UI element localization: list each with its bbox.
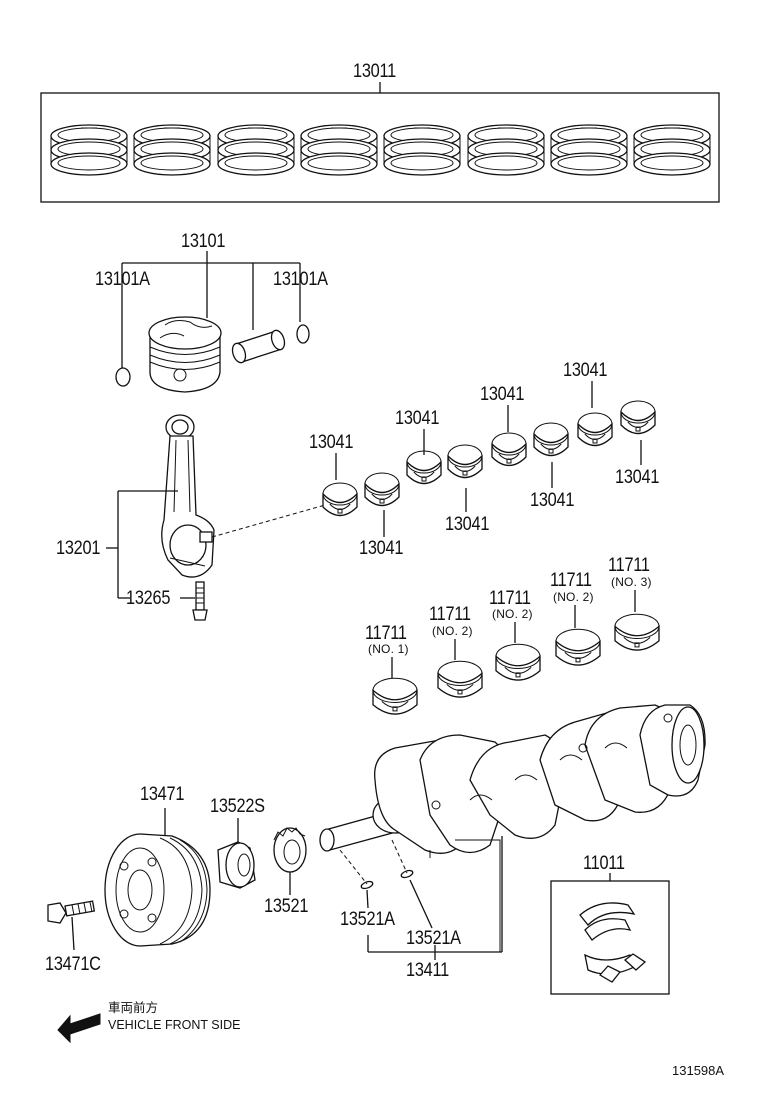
crank-key-sprocket <box>217 841 256 889</box>
label-crank-key-right: 13521A <box>406 928 461 949</box>
label-main-bearing-2: 11711 <box>429 604 471 625</box>
conrod-bearing-shell <box>364 472 400 507</box>
piston-ring-stack <box>467 124 545 176</box>
figure-reference: 131598A <box>672 1063 725 1078</box>
conrod-bearing-shell <box>406 450 442 485</box>
main-bearing-shell <box>555 628 601 666</box>
label-conrod-bearing-1: 13041 <box>309 432 354 453</box>
main-bearing-shell <box>614 613 660 651</box>
piston-ring-stack <box>550 124 628 176</box>
piston-ring-stack <box>217 124 295 176</box>
conrod-bearings <box>322 381 656 537</box>
label-main-bearing-3: 11711 <box>489 588 531 609</box>
piston <box>148 316 222 393</box>
main-bearing-shell <box>437 660 483 698</box>
label-crank-key-left: 13521A <box>340 909 395 930</box>
crank-key-left <box>360 880 374 890</box>
conrod-bearing-leader <box>211 504 326 538</box>
conrod-bearing-shell <box>620 400 656 435</box>
crankshaft <box>319 704 706 952</box>
label-conrod-bearing-6: 13041 <box>530 490 575 511</box>
crank-key-right <box>400 869 414 879</box>
main-bearings <box>372 590 660 715</box>
connecting-rod <box>161 414 215 578</box>
piston-ring-stack <box>50 124 128 176</box>
label-piston-ring-set: 13011 <box>353 61 396 82</box>
label-crankshaft: 13411 <box>406 960 449 981</box>
piston-rings <box>50 124 711 176</box>
label-conrod-assy: 13201 <box>56 538 101 559</box>
label-crank-sprocket: 13521 <box>264 896 309 917</box>
label-crank-pulley: 13471 <box>140 784 185 805</box>
conrod-bearing-shell <box>491 432 527 467</box>
label-conrod-bearing-2: 13041 <box>395 408 440 429</box>
label-pulley-bolt: 13471C <box>45 954 101 975</box>
label-front-en: VEHICLE FRONT SIDE <box>108 1018 241 1032</box>
conrod-bearing-shell <box>533 422 569 457</box>
snap-ring-left <box>115 367 131 387</box>
piston-ring-box <box>40 92 720 203</box>
label-main-bearing-5: 11711 <box>608 555 650 576</box>
label-conrod-bearing-8: 13041 <box>359 538 404 559</box>
label-conrod-bearing-3: 13041 <box>480 384 525 405</box>
label-main-bearing-2-note: (NO. 2) <box>432 624 473 638</box>
label-thrust-washer-set: 11011 <box>583 853 625 874</box>
main-bearing-shell <box>372 677 418 715</box>
label-main-bearing-1: 11711 <box>365 623 407 644</box>
piston-ring-stack <box>383 124 461 176</box>
label-snap-ring-left: 13101A <box>95 269 150 290</box>
label-main-bearing-1-note: (NO. 1) <box>368 642 409 656</box>
crank-pulley <box>104 833 211 947</box>
label-main-bearing-3-note: (NO. 2) <box>492 607 533 621</box>
conrod-bolt <box>192 581 208 621</box>
label-crank-key-sprocket: 13522S <box>210 796 265 817</box>
label-conrod-bearing-5: 13041 <box>615 467 660 488</box>
label-conrod-bearing-7: 13041 <box>445 514 490 535</box>
piston-ring-stack <box>133 124 211 176</box>
conrod-bearing-shell <box>447 444 483 479</box>
label-conrod-bolt: 13265 <box>126 588 171 609</box>
main-bearing-shell <box>495 643 541 681</box>
conrod-bearing-shell <box>577 412 613 447</box>
label-main-bearing-4-note: (NO. 2) <box>553 590 594 604</box>
piston-ring-stack <box>300 124 378 176</box>
thrust-washer-set <box>550 873 670 995</box>
label-conrod-bearing-4: 13041 <box>563 360 608 381</box>
piston-ring-stack <box>633 124 711 176</box>
label-snap-ring-right: 13101A <box>273 269 328 290</box>
snap-ring-right <box>296 324 310 344</box>
piston-ring-set <box>40 82 720 203</box>
piston-group <box>115 251 310 393</box>
piston-pin <box>231 329 286 364</box>
label-piston-sub-assy: 13101 <box>181 231 226 252</box>
label-main-bearing-4: 11711 <box>550 570 592 591</box>
pulley-bolt <box>47 900 96 924</box>
label-front-jp: 車両前方 <box>108 1001 159 1015</box>
conrod-bearing-shell <box>322 482 358 517</box>
crank-sprocket <box>273 827 307 873</box>
arrow-left-icon <box>57 1013 101 1044</box>
label-main-bearing-5-note: (NO. 3) <box>611 575 652 589</box>
